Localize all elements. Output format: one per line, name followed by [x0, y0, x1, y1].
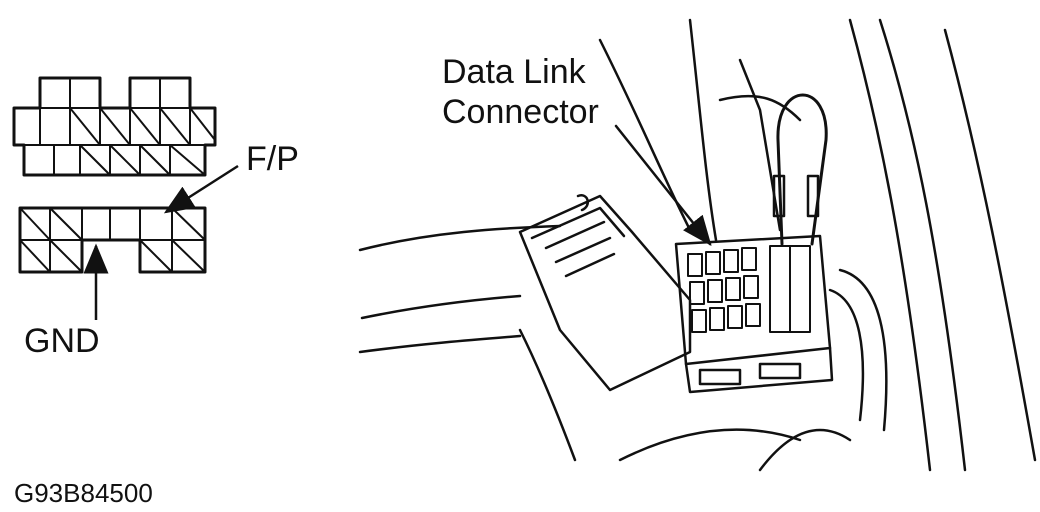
connector-body [674, 234, 832, 366]
jumper-wire [776, 93, 828, 246]
data-link-label-line2: Connector [442, 93, 599, 131]
connector-location-illustration [358, 18, 1037, 472]
data-link-connector-label: Data Link Connector [442, 52, 599, 132]
connector-cover [518, 194, 692, 392]
terminal-face-diagram [12, 76, 239, 320]
gnd-label: GND [24, 322, 100, 360]
figure-code: G93B84500 [14, 478, 153, 508]
fp-leader-arrow [163, 164, 239, 214]
data-link-label-line1: Data Link [442, 53, 586, 91]
data-link-leader-arrow [614, 124, 712, 246]
fp-label: F/P [246, 140, 299, 178]
